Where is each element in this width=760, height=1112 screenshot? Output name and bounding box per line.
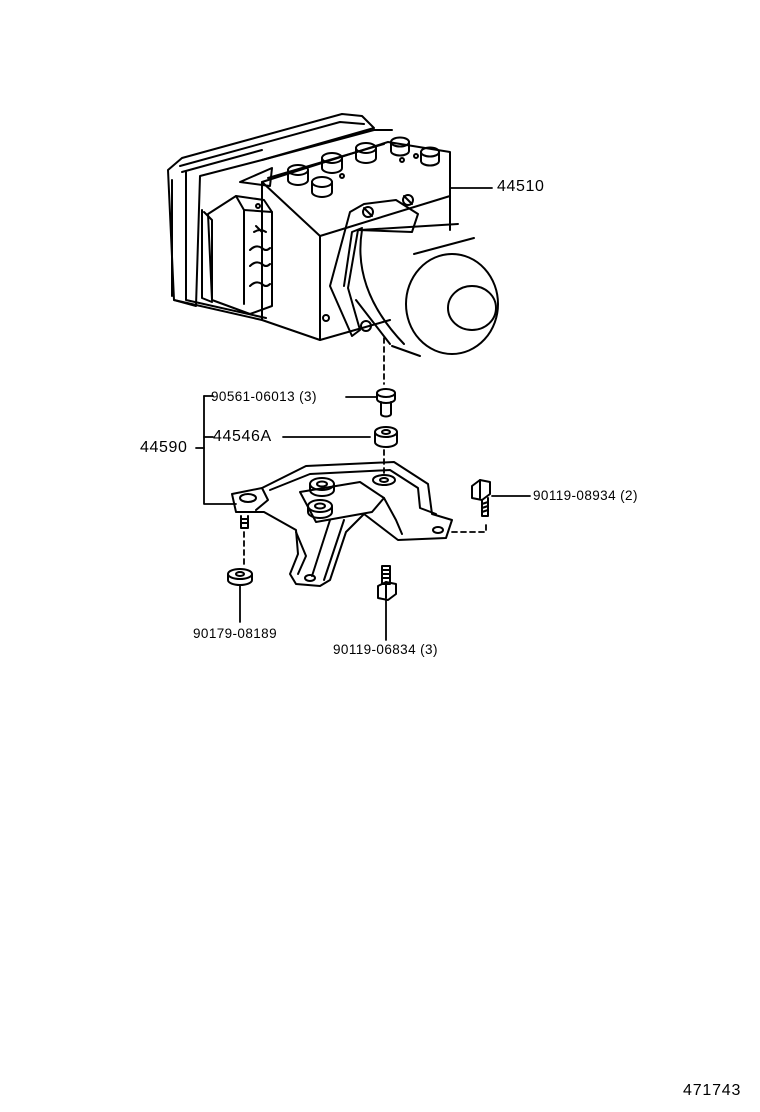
label-bolt-right[interactable]: 90119-08934 (2) xyxy=(533,488,638,503)
electrical-connector xyxy=(201,195,273,315)
leader-lines xyxy=(195,187,531,641)
pump-motor xyxy=(343,223,499,357)
label-bracket-assembly[interactable]: 44590 xyxy=(140,439,188,456)
label-collar-bolt[interactable]: 90561-06013 (3) xyxy=(211,389,317,404)
label-bolt-lower[interactable]: 90119-06834 (3) xyxy=(333,642,438,657)
bolt-lower-part xyxy=(377,565,397,601)
collar-bolt xyxy=(376,388,396,418)
cushion-part xyxy=(374,426,398,448)
bolt-right-part xyxy=(471,479,491,517)
label-abs-actuator[interactable]: 44510 xyxy=(497,178,545,195)
label-cushion[interactable]: 44546A xyxy=(213,428,272,445)
diagram-id: 471743 xyxy=(683,1082,742,1099)
small-bolt-left xyxy=(240,515,249,529)
abs-actuator-illustration xyxy=(167,113,499,357)
label-washer[interactable]: 90179-08189 xyxy=(193,626,277,641)
mounting-bracket xyxy=(231,461,453,587)
washer-part xyxy=(227,568,253,586)
port-fittings xyxy=(287,136,440,198)
